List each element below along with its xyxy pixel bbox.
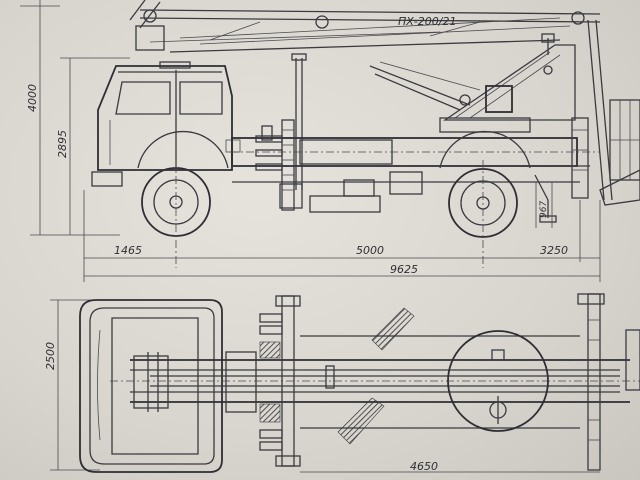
boom xyxy=(129,0,601,53)
chassis xyxy=(230,117,600,213)
hatch-front-lower xyxy=(259,403,281,423)
front-wheel xyxy=(137,130,229,237)
frame-rails xyxy=(110,352,640,412)
dim-total-height: 4000 xyxy=(26,84,39,112)
side-view xyxy=(20,0,640,282)
hatch-area-lower xyxy=(337,397,385,445)
dim-platform-height: 2895 xyxy=(56,130,69,158)
dim-width: 2500 xyxy=(44,342,57,370)
rear-ladder xyxy=(587,19,640,206)
cab-window-side xyxy=(179,81,223,115)
model-label: ПХ-200/21 xyxy=(398,15,456,28)
top-ladders xyxy=(225,293,640,471)
dim-bottom-length: 4650 xyxy=(410,460,438,473)
cab xyxy=(91,61,241,187)
turret xyxy=(369,33,576,133)
top-view xyxy=(50,293,640,473)
dim-small-clearance: 967 xyxy=(539,201,549,218)
rear-wheel xyxy=(439,130,531,238)
turntable xyxy=(447,330,549,432)
dim-rear-overhang: 3250 xyxy=(540,244,568,257)
hatch-front-upper xyxy=(259,341,281,359)
dim-total-length: 9625 xyxy=(390,263,418,276)
turret-window xyxy=(485,85,513,113)
cab-window-front xyxy=(115,81,171,115)
length-dimension-lines xyxy=(83,190,601,282)
cab-top xyxy=(79,299,223,473)
dim-wheelbase: 5000 xyxy=(356,244,384,257)
dim-front-overhang: 1465 xyxy=(114,244,142,257)
outrigger xyxy=(534,174,557,228)
height-dimension-lines xyxy=(20,0,130,236)
hatch-area-upper xyxy=(371,307,415,351)
